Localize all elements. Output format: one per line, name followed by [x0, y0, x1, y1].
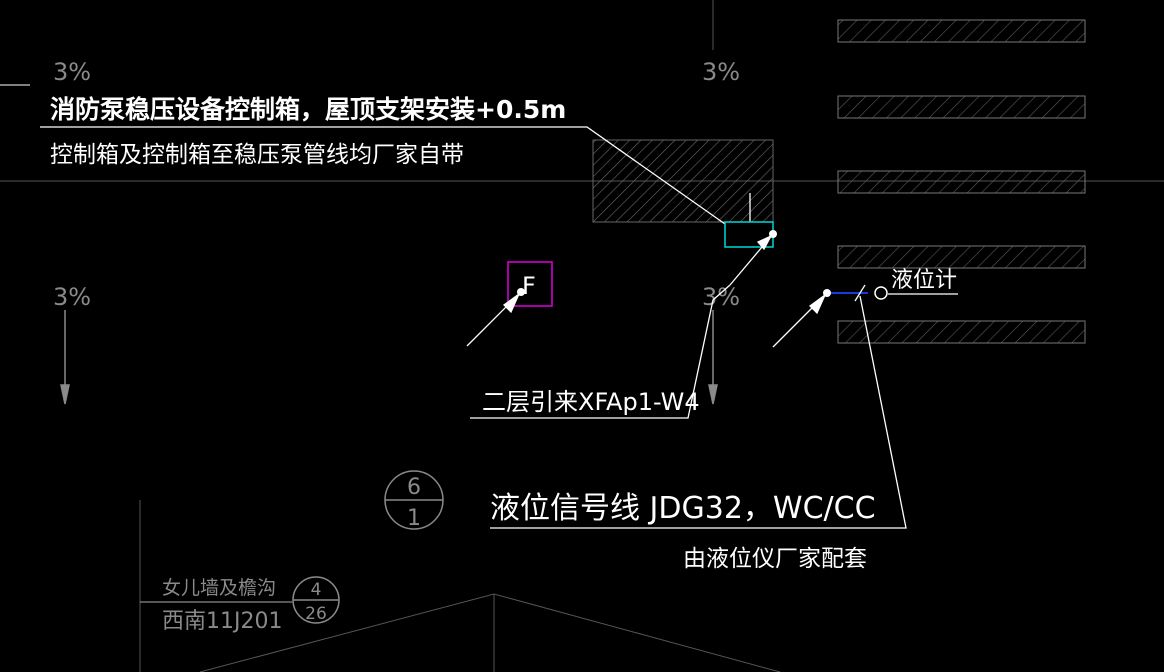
control-box-leader	[40, 126, 726, 225]
signal-line-subtitle: 由液位仪厂家配套	[683, 546, 867, 572]
parapet-detail-top: 4	[311, 580, 322, 600]
slope-arrow-left	[60, 310, 70, 405]
control-box-arrow	[729, 233, 774, 286]
parapet-title: 女儿墙及檐沟	[162, 577, 276, 599]
slope-label-4: 3%	[702, 283, 740, 311]
slope-label-3: 3%	[53, 283, 91, 311]
roof-ridge-lines	[199, 593, 781, 672]
parapet-detail-mark: 4 26	[292, 576, 340, 624]
device-f-arrow	[466, 291, 522, 347]
control-box-subtitle: 控制箱及控制箱至稳压泵管线均厂家自带	[50, 142, 464, 168]
device-f-label: F	[522, 272, 536, 300]
feed-label: 二层引来XFAp1-W4	[482, 388, 700, 416]
slope-label-1: 3%	[53, 58, 91, 86]
device-f-box	[507, 261, 553, 307]
control-box-title: 消防泵稳压设备控制箱，屋顶支架安装+0.5m	[50, 95, 566, 124]
hatched-bars	[837, 19, 1086, 344]
slope-label-2: 3%	[702, 58, 740, 86]
signal-line-leader	[490, 295, 907, 529]
level-meter-tick	[854, 284, 866, 302]
detail-mark-1: 6 1	[384, 470, 444, 531]
parapet-detail-bottom: 26	[305, 604, 327, 624]
feed-leader	[470, 284, 731, 419]
level-meter-arrow	[772, 292, 828, 348]
signal-line-title: 液位信号线 JDG32，WC/CC	[490, 491, 876, 526]
detail-mark-1-top: 6	[407, 475, 421, 500]
level-meter-label: 液位计	[891, 268, 957, 293]
slope-arrow-middle	[708, 310, 718, 405]
roof-hatched-block	[592, 139, 774, 223]
parapet-ref: 西南11J201	[162, 609, 282, 634]
level-meter-symbol	[874, 286, 888, 300]
detail-mark-1-bottom: 1	[407, 506, 421, 531]
